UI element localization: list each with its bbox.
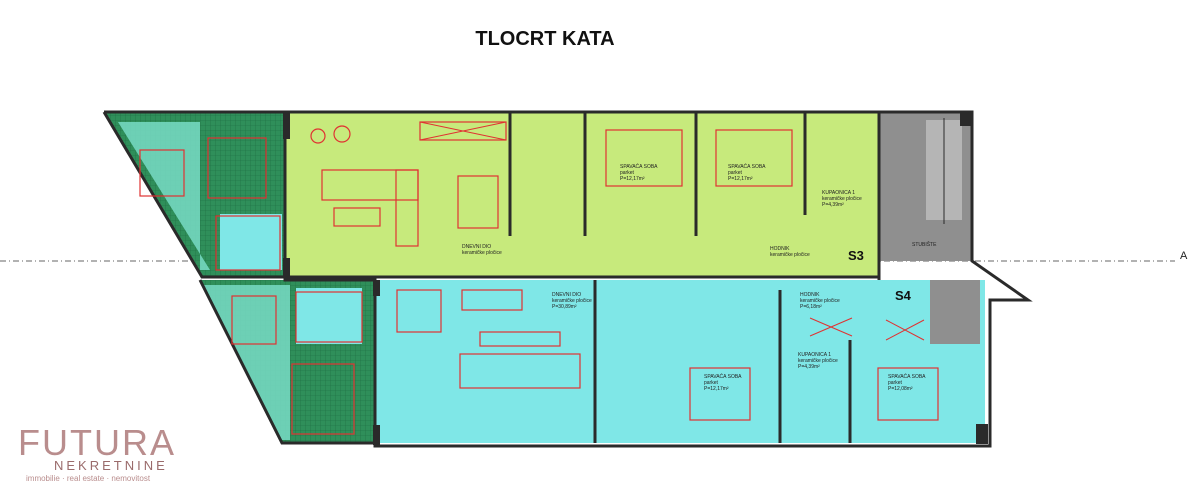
room-finish: parket xyxy=(728,170,743,176)
room-label: SPAVAĆA SOBA xyxy=(704,373,742,380)
room-labels-lower: DNEVNI DIO keramičke pločice P=30,89m² H… xyxy=(552,288,926,392)
room-labels-upper: DNEVNI DIO keramičke pločice SPAVAĆA SOB… xyxy=(462,163,864,263)
drawing-title: TLOCRT KATA xyxy=(475,28,615,50)
room-area: P=12,17m² xyxy=(704,386,729,392)
room-label: KUPAONICA 1 xyxy=(822,190,855,196)
room-finish: parket xyxy=(888,380,903,386)
unit-s3 xyxy=(285,113,879,277)
axis-label: A xyxy=(1180,250,1188,262)
wall-columns xyxy=(283,112,988,445)
room-finish: keramičke pločice xyxy=(798,358,838,364)
walls xyxy=(102,110,1033,448)
room-label: SPAVAĆA SOBA xyxy=(620,163,658,170)
room-label: DNEVNI DIO xyxy=(552,292,581,298)
room-label: HODNIK xyxy=(800,292,820,298)
unit-tag-s4: S4 xyxy=(895,288,912,303)
room-finish: keramičke pločice xyxy=(770,252,810,258)
room-area: P=12,08m² xyxy=(888,386,913,392)
room-area: P=6,18m² xyxy=(800,304,822,310)
room-area: P=4,39m² xyxy=(798,364,820,370)
room-area: P=4,39m² xyxy=(822,202,844,208)
stair-label: STUBIŠTE xyxy=(912,241,937,248)
room-label: KUPAONICA 1 xyxy=(798,352,831,358)
lower-terrace xyxy=(200,280,375,443)
room-label: DNEVNI DIO xyxy=(462,244,491,250)
company-logo: FUTURA NEKRETNINE immobilie · real estat… xyxy=(18,425,208,485)
room-area: P=12,17m² xyxy=(728,176,753,182)
room-label: HODNIK xyxy=(770,246,790,252)
room-finish: keramičke pločice xyxy=(552,298,592,304)
room-finish: parket xyxy=(704,380,719,386)
room-finish: parket xyxy=(620,170,635,176)
fixtures-cross xyxy=(419,121,925,341)
logo-subtitle: NEKRETNINE xyxy=(54,458,168,473)
logo-wordmark: FUTURA xyxy=(18,422,176,463)
room-finish: keramičke pločice xyxy=(800,298,840,304)
room-finish: keramičke pločice xyxy=(822,196,862,202)
unit-tag-s3: S3 xyxy=(848,248,864,263)
room-label: SPAVAĆA SOBA xyxy=(888,373,926,380)
room-label: SPAVAĆA SOBA xyxy=(728,163,766,170)
room-area: P=12,17m² xyxy=(620,176,645,182)
unit-s4 xyxy=(375,280,985,443)
upper-terrace xyxy=(104,112,285,277)
logo-tagline: immobilie · real estate · nemovitost xyxy=(26,474,151,483)
room-finish: keramičke pločice xyxy=(462,250,502,256)
stair-core xyxy=(879,113,980,344)
room-area: P=30,89m² xyxy=(552,304,577,310)
furniture xyxy=(139,121,939,435)
